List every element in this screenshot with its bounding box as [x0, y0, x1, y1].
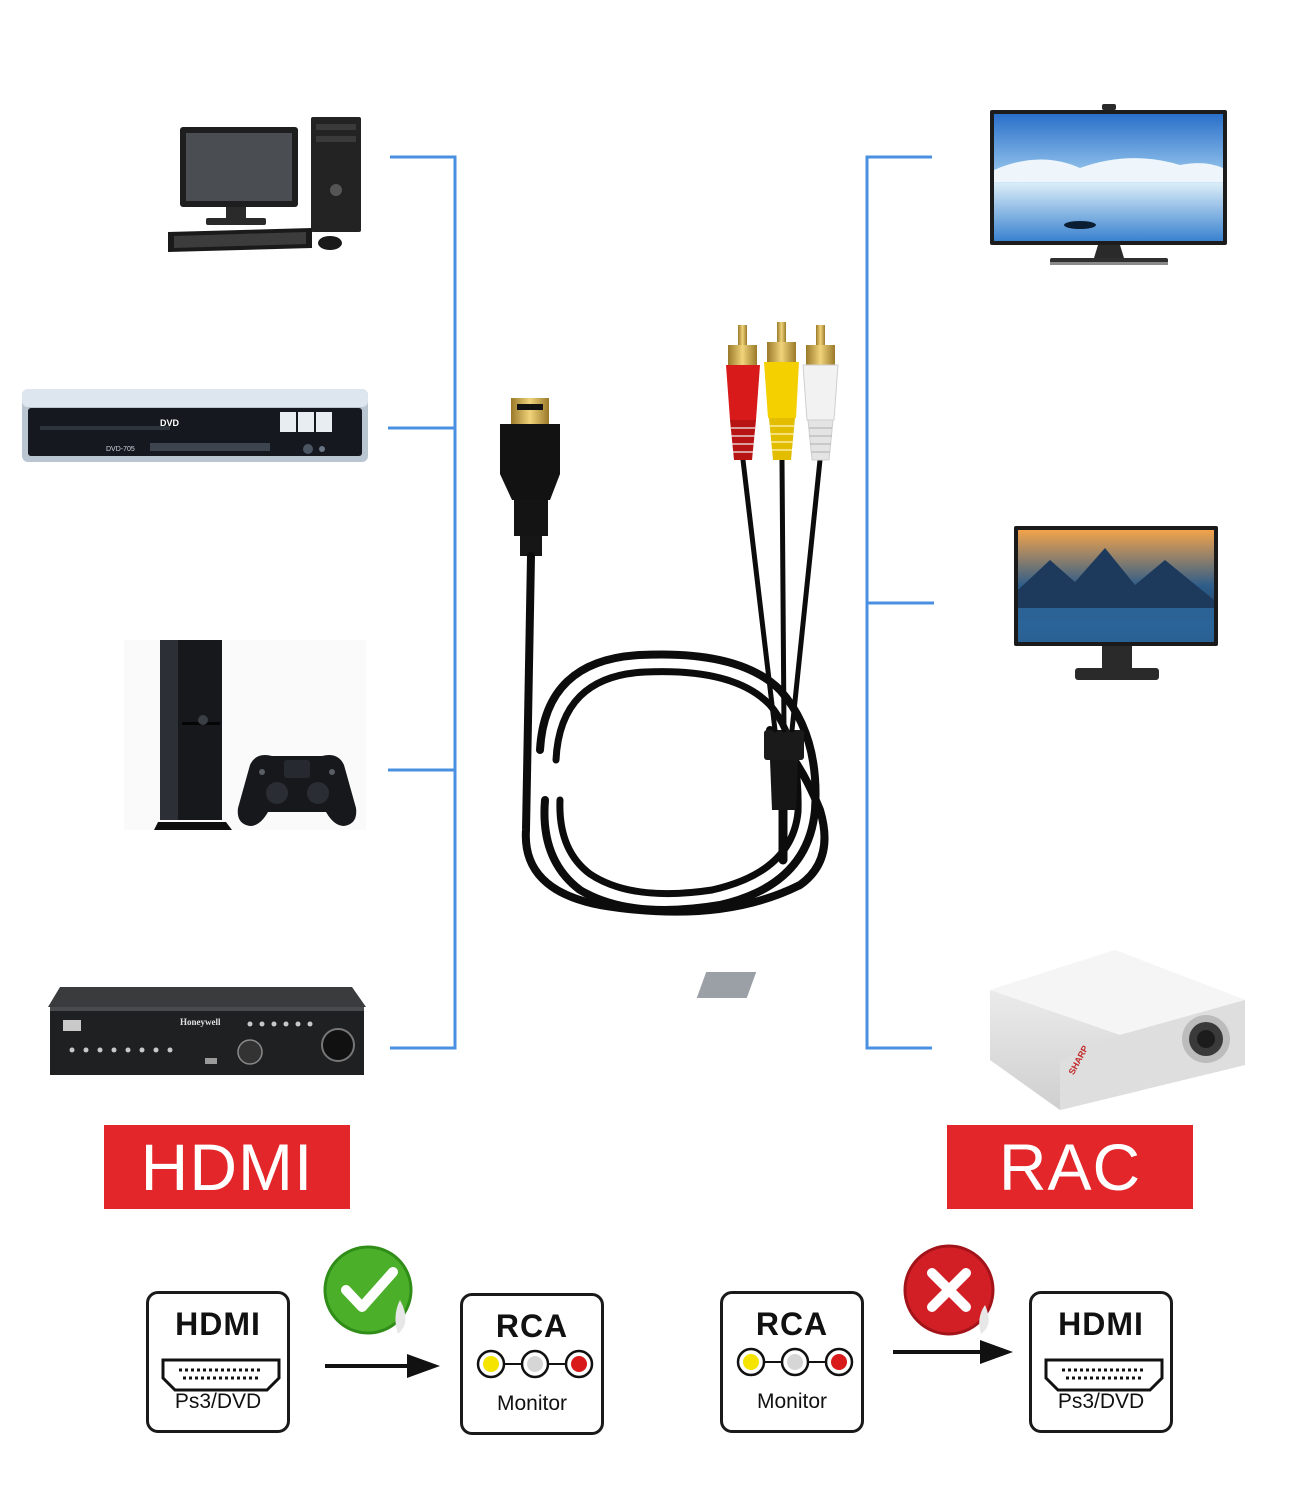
tv-icon	[990, 104, 1227, 265]
hdmi-banner-label: HDMI	[140, 1130, 314, 1204]
right-connector-bracket	[865, 155, 934, 1050]
hdmi-port-icon	[161, 1358, 281, 1392]
rac-banner-label: RAC	[998, 1130, 1142, 1204]
cable-splitter-icon	[764, 730, 804, 760]
left-connector-bracket	[388, 155, 457, 1050]
hdmi-banner: HDMI	[104, 1125, 350, 1209]
monitor-icon	[1014, 526, 1218, 680]
dvr-brand-label: Honeywell	[180, 1017, 221, 1027]
box-subtitle: Monitor	[496, 1392, 568, 1415]
box-subtitle: Ps3/DVD	[174, 1390, 262, 1413]
dvd-model-label: DVD-705	[106, 446, 135, 453]
rca-ports-icon	[476, 1349, 594, 1379]
hdmi-source-box: HDMI Ps3/DVD	[146, 1291, 290, 1433]
rca-wires	[740, 457, 823, 733]
box-title: RCA	[755, 1306, 829, 1342]
hdmi-port-icon	[1044, 1358, 1164, 1392]
rac-banner: RAC	[947, 1125, 1193, 1209]
arrow-left-icon	[325, 1354, 440, 1378]
hdmi-connector-icon	[500, 398, 560, 556]
rca-yellow-plug-icon	[764, 322, 799, 460]
cable-coil	[521, 552, 829, 916]
check-icon	[323, 1245, 413, 1335]
rca-red-plug-icon	[726, 325, 760, 460]
dvd-brand-label: DVD	[160, 418, 180, 428]
arrow-right-icon	[893, 1340, 1013, 1364]
rca-white-plug-icon	[802, 325, 839, 461]
box-title: RCA	[495, 1308, 569, 1344]
rca-target-box: RCA Monitor	[460, 1293, 604, 1435]
dvd-player-icon: DVD DVD-705	[22, 389, 368, 462]
game-console-icon	[124, 640, 366, 830]
dvr-recorder-icon: Honeywell	[48, 987, 366, 1075]
box-title: HDMI	[175, 1306, 261, 1342]
box-subtitle: Monitor	[756, 1390, 828, 1413]
projector-icon: SHARP	[696, 950, 1245, 1110]
hdmi-target-box: HDMI Ps3/DVD	[1029, 1291, 1173, 1433]
box-title: HDMI	[1058, 1306, 1144, 1342]
box-subtitle: Ps3/DVD	[1057, 1390, 1145, 1413]
desktop-computer-icon	[168, 117, 361, 252]
rca-source-box: RCA Monitor	[720, 1291, 864, 1433]
rca-ports-icon	[736, 1347, 854, 1377]
cross-icon	[903, 1244, 995, 1336]
